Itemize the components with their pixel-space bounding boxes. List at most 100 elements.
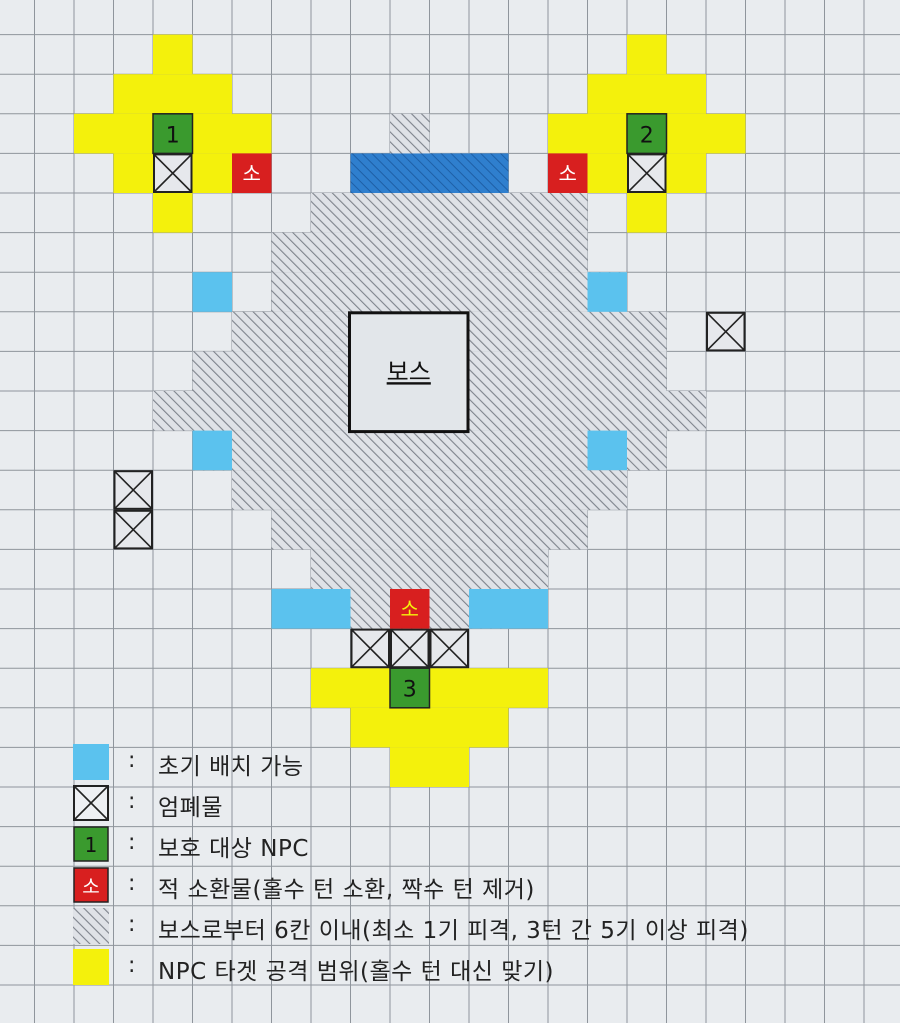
attack-range-cell: [232, 113, 272, 154]
attack-range-cell: [627, 193, 667, 233]
legend-row-hatch: : 보스로부터 6칸 이내(최소 1기 피격, 3턴 간 5기 이상 피격): [70, 906, 900, 947]
obstacle-diagonal: [429, 629, 469, 668]
danger-zone-cell: [350, 193, 390, 233]
npc-cell-2: [626, 113, 668, 155]
danger-zone-cell: [429, 470, 469, 510]
danger-zone-cell: [390, 470, 430, 510]
obstacle-diagonal: [627, 153, 667, 193]
placement-cell-dark: [350, 153, 390, 193]
danger-zone-cell: [429, 193, 469, 233]
attack-range-cell: [627, 34, 667, 75]
summon-swatch: 소: [73, 867, 109, 903]
legend-separator: :: [128, 748, 136, 773]
attack-range-cell: [666, 153, 706, 193]
danger-zone-cell: [429, 430, 469, 471]
attack-range-cell: [390, 707, 430, 748]
boss-label: 보스: [387, 358, 431, 386]
summon-label: 소: [559, 161, 577, 185]
placement-cell: [587, 272, 627, 312]
danger-zone-cell: [469, 272, 509, 312]
danger-zone-cell: [548, 272, 588, 312]
legend-row-npc: 1 : 보호 대상 NPC: [70, 824, 900, 865]
attack-range-cell: [587, 74, 627, 114]
danger-zone-cell: [232, 351, 272, 391]
attack-range-swatch: [73, 949, 109, 985]
obstacle-swatch: [73, 785, 109, 821]
danger-zone-cell: [666, 391, 706, 431]
npc-label-1: 1: [166, 123, 180, 148]
danger-zone-cell: [627, 311, 667, 352]
attack-range-cell: [192, 153, 232, 193]
danger-zone-cell: [508, 549, 548, 589]
danger-zone-cell: [271, 470, 311, 510]
danger-zone-cell: [271, 232, 311, 273]
npc-label-3: 3: [403, 678, 417, 703]
danger-zone-cell: [271, 391, 311, 431]
attack-range-cell: [192, 113, 232, 154]
board-marks: [113, 113, 746, 709]
danger-zone-cell: [350, 232, 390, 273]
danger-zone-cell: [469, 391, 509, 431]
placement-cell: [469, 589, 509, 629]
danger-zone-cell: [587, 391, 627, 431]
danger-zone-cell: [469, 311, 509, 352]
danger-zone-cell: [311, 470, 351, 510]
obstacle-diagonal: [390, 629, 430, 668]
danger-zone-cell: [350, 272, 390, 312]
obstacle-diagonal: [153, 153, 193, 193]
legend: : 초기 배치 가능 : 엄폐물 1 : 보호 대상 NPC 소 : 적 소환물…: [70, 742, 900, 988]
summon-label: 소: [401, 597, 419, 621]
danger-zone-cell: [232, 311, 272, 352]
attack-range-cell: [706, 113, 746, 154]
danger-zone-cell: [469, 549, 509, 589]
danger-zone-cell: [390, 232, 430, 273]
danger-zone-cell: [508, 430, 548, 471]
danger-zone-cell: [548, 509, 588, 550]
danger-zone-cell: [469, 351, 509, 391]
danger-zone-cell: [548, 311, 588, 352]
danger-zone-cell: [627, 351, 667, 391]
placement-cell: [587, 430, 627, 471]
legend-text-summon: 적 소환물(홀수 턴 소환, 짝수 턴 제거): [158, 877, 535, 903]
danger-zone-cell: [429, 509, 469, 550]
attack-range-cell: [548, 113, 588, 154]
legend-separator: :: [128, 830, 136, 855]
danger-zone-cell: [508, 272, 548, 312]
attack-range-cell: [666, 74, 706, 114]
attack-range-cell: [627, 74, 667, 114]
danger-zone-cell: [390, 549, 430, 589]
attack-range-cell: [469, 707, 509, 748]
placement-cell-dark: [390, 153, 430, 193]
danger-zone-cell: [390, 509, 430, 550]
placement-cell-dark: [469, 153, 509, 193]
danger-zone-cell: [429, 589, 469, 629]
legend-separator: :: [128, 789, 136, 814]
hatch-swatch: [73, 908, 109, 944]
placement-cell: [311, 589, 351, 629]
danger-zone-cell: [390, 272, 430, 312]
attack-range-cell: [587, 153, 627, 193]
attack-range-cell: [508, 668, 548, 708]
attack-range-cell: [350, 707, 390, 748]
legend-separator: :: [128, 953, 136, 978]
danger-zone-cell: [271, 351, 311, 391]
obstacle-diagonal: [706, 312, 746, 351]
danger-zone-cell: [469, 509, 509, 550]
placement-cell: [271, 589, 311, 629]
legend-text-npc: 보호 대상 NPC: [158, 836, 309, 862]
attack-range-cell: [153, 193, 193, 233]
boss-box: [348, 311, 470, 434]
danger-zone-cell: [350, 470, 390, 510]
danger-zone-cell: [350, 430, 390, 471]
attack-range-cell: [153, 34, 193, 75]
danger-zone-cell: [469, 430, 509, 471]
legend-separator: :: [128, 912, 136, 937]
danger-zone-cell: [469, 193, 509, 233]
danger-zone-cell: [271, 509, 311, 550]
danger-zone-cell: [508, 351, 548, 391]
danger-zone-cell: [508, 193, 548, 233]
danger-zone-cell: [508, 311, 548, 352]
danger-zone-cell: [311, 232, 351, 273]
legend-row-placement: : 초기 배치 가능: [70, 742, 900, 783]
danger-zone-cell: [311, 549, 351, 589]
